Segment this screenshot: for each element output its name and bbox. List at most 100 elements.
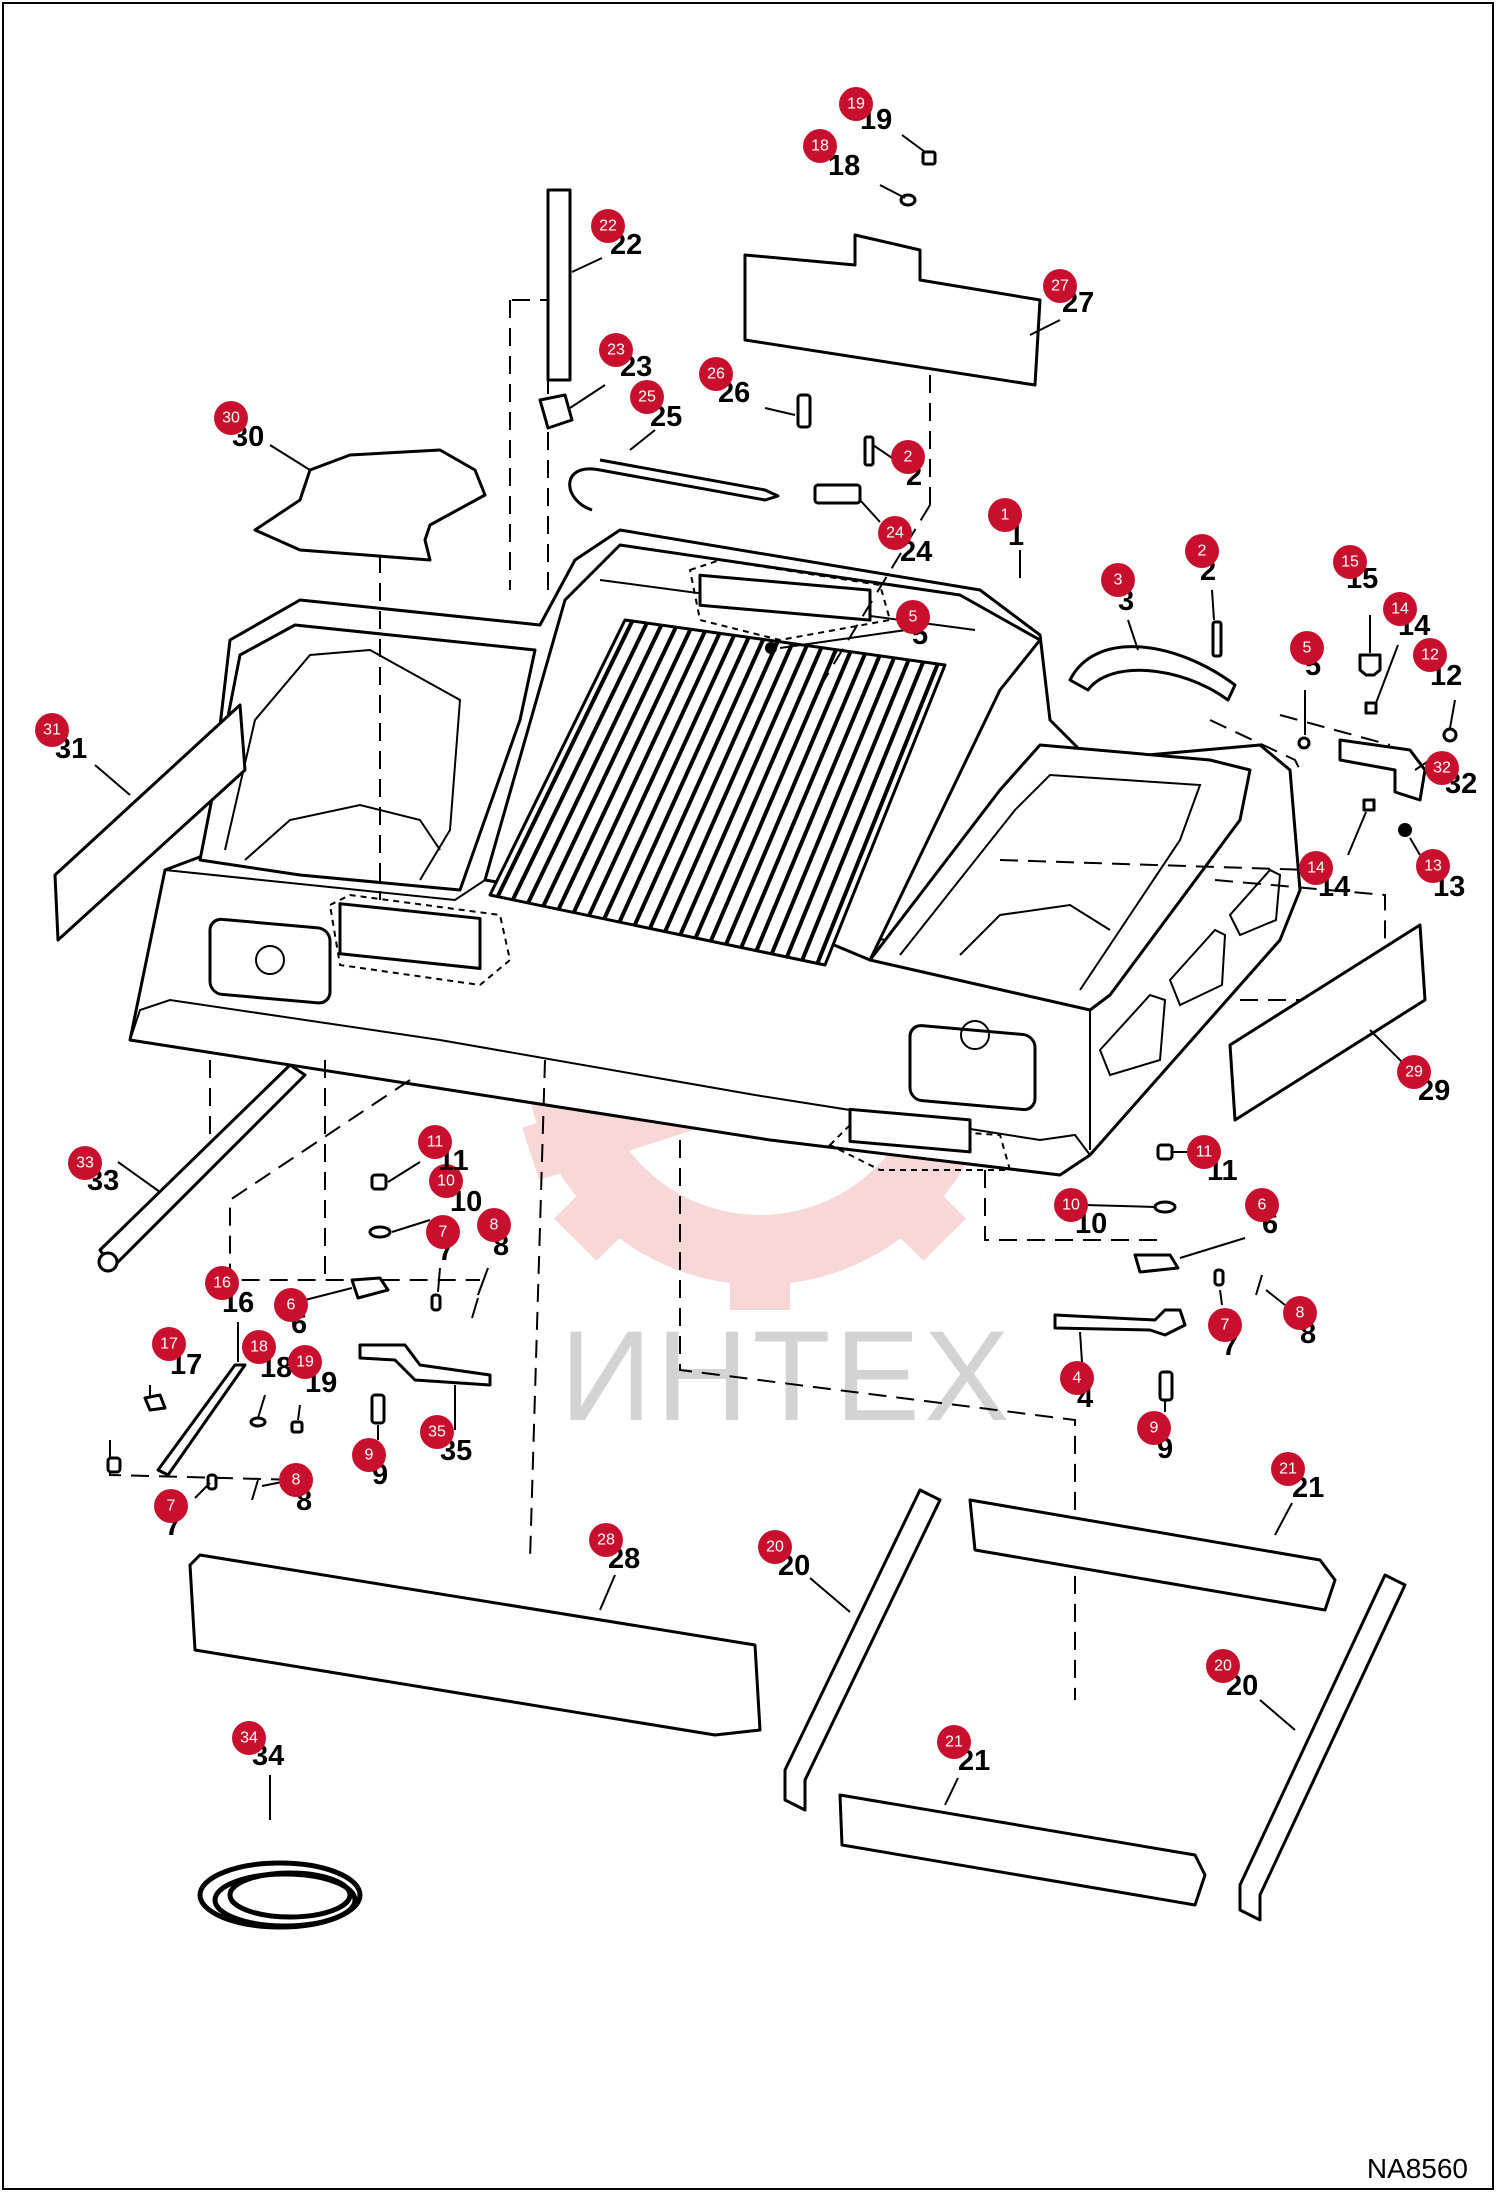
callout-bubble-text: 35 bbox=[428, 1424, 446, 1441]
callout-bubble-circle bbox=[878, 516, 912, 550]
callout-bubble-circle bbox=[1283, 1296, 1317, 1330]
part-28-front-panel bbox=[188, 1553, 762, 1737]
callout-bubble: 7 bbox=[426, 1215, 460, 1249]
leader-line-c6a bbox=[304, 1287, 353, 1301]
callout-bubble-text: 15 bbox=[1341, 554, 1359, 571]
callout-bubble: 13 bbox=[1416, 849, 1450, 883]
callout-bubble-circle bbox=[1060, 1361, 1094, 1395]
callout-bubble-text: 1 bbox=[1001, 507, 1010, 524]
leader-line-c27 bbox=[1029, 319, 1061, 336]
callout-bubble: 31 bbox=[35, 713, 69, 747]
leader-line-c31 bbox=[94, 764, 131, 796]
callout-bubble: 11 bbox=[418, 1125, 452, 1159]
leader-line-c14b bbox=[1347, 811, 1367, 856]
callout-bubble-text: 5 bbox=[1303, 640, 1312, 657]
callout-bubble-circle bbox=[758, 1530, 792, 1564]
callout-bubble-text: 7 bbox=[439, 1224, 448, 1241]
leader-line-c7b bbox=[194, 1482, 211, 1499]
right-bin bbox=[868, 743, 1252, 1012]
leader-line-c30 bbox=[269, 444, 311, 471]
drawing-id: NA8560 bbox=[1367, 2153, 1468, 2184]
callout-bubble-circle bbox=[420, 1415, 454, 1449]
leader-line-c12 bbox=[1449, 699, 1456, 729]
callout-bubble: 21 bbox=[937, 1725, 971, 1759]
leader-line-c10a bbox=[391, 1219, 431, 1233]
callout-bubble: 22 bbox=[591, 209, 625, 243]
leader-line-c4 bbox=[1079, 1331, 1083, 1363]
part-13-nut bbox=[1398, 823, 1412, 837]
part-27-cover-plate bbox=[743, 233, 1042, 387]
callout-bubble-text: 33 bbox=[76, 1155, 94, 1172]
part-19-nut-left bbox=[290, 1420, 304, 1434]
callout-bubble: 16 bbox=[205, 1266, 239, 1300]
callout-bubble-circle bbox=[1397, 1055, 1431, 1089]
part-12-washer bbox=[1442, 727, 1458, 743]
callout-bubble: 18 bbox=[242, 1330, 276, 1364]
callout-bubble-text: 14 bbox=[1391, 601, 1409, 618]
callout-bubble: 9 bbox=[352, 1438, 386, 1472]
part-8-pin-lower bbox=[251, 1479, 259, 1501]
callout-bubble-text: 21 bbox=[945, 1734, 963, 1751]
part-10-washer-left bbox=[368, 1225, 392, 1239]
leader-line-c18b bbox=[879, 184, 906, 199]
callout-bubble: 33 bbox=[68, 1146, 102, 1180]
callout-bubble: 18 bbox=[803, 129, 837, 163]
callout-bubble-text: 16 bbox=[213, 1275, 231, 1292]
callout-bubble: 7 bbox=[154, 1489, 188, 1523]
callout-bubble-text: 7 bbox=[167, 1498, 176, 1515]
callout-bubble-text: 23 bbox=[607, 342, 625, 359]
grille-slat bbox=[678, 644, 809, 936]
part-7-spacer-left bbox=[430, 1293, 442, 1312]
callout-bubble-text: 29 bbox=[1405, 1064, 1423, 1081]
grille-slat bbox=[541, 626, 678, 907]
part-17-bolt bbox=[143, 1393, 167, 1412]
callout-bubble: 14 bbox=[1383, 592, 1417, 626]
callout-bubble-circle bbox=[1043, 269, 1077, 303]
callout-bubble: 5 bbox=[1290, 631, 1324, 665]
callout-bubble: 21 bbox=[1271, 1452, 1305, 1486]
leader-line-c26 bbox=[764, 407, 796, 416]
leader-line-c7c bbox=[1219, 1289, 1223, 1306]
left-bin-floor bbox=[244, 803, 441, 861]
callout-bubble-circle bbox=[1383, 592, 1417, 626]
callout-bubble-circle bbox=[1299, 851, 1333, 885]
leader-lines bbox=[94, 134, 1456, 1820]
callout-bubble-circle bbox=[1187, 1135, 1221, 1169]
leader-line-c3 bbox=[1127, 619, 1139, 651]
callout-bubble-text: 12 bbox=[1421, 647, 1439, 664]
part-8-pin-right bbox=[1255, 1274, 1263, 1296]
leader-line-c20b bbox=[1259, 1699, 1296, 1731]
part-14-nut-lower bbox=[1362, 798, 1376, 812]
grille-slat bbox=[754, 655, 882, 952]
callout-bubble-text: 8 bbox=[292, 1472, 301, 1489]
part-16-hinge-arm bbox=[156, 1363, 247, 1477]
callout-bubble-text: 6 bbox=[1258, 1197, 1267, 1214]
grille-slat bbox=[693, 646, 824, 939]
leader-line-c25 bbox=[629, 429, 656, 451]
callout-bubble: 9 bbox=[1137, 1411, 1171, 1445]
grille-slat bbox=[511, 622, 649, 901]
callout-bubble-circle bbox=[1208, 1308, 1242, 1342]
left-lamp-lens bbox=[255, 945, 285, 975]
part-19-top-nut bbox=[921, 150, 937, 166]
callout-bubble-text: 32 bbox=[1433, 760, 1451, 777]
callout-bubble: 1 bbox=[988, 498, 1022, 532]
grille-slat bbox=[602, 634, 736, 920]
leader-line-c5a bbox=[779, 629, 907, 649]
leader-line-c8c bbox=[1265, 1289, 1286, 1306]
callout-bubble: 35 bbox=[420, 1415, 454, 1449]
part-11-nut-left bbox=[370, 1173, 388, 1191]
leader-line-c19a bbox=[297, 1404, 301, 1421]
leader-line-c8b bbox=[261, 1481, 283, 1487]
callout-bubble: 23 bbox=[599, 333, 633, 367]
callout-bubble: 10 bbox=[429, 1164, 463, 1198]
callout-bubble: 19 bbox=[288, 1345, 322, 1379]
part-6-bushing-right bbox=[1133, 1253, 1180, 1274]
callout-bubble-circle bbox=[288, 1345, 322, 1379]
callout-bubble: 17 bbox=[152, 1327, 186, 1361]
callout-bubble-text: 22 bbox=[599, 218, 617, 235]
part-34-hose-coil bbox=[197, 1860, 363, 1930]
part-9-bolt-left bbox=[370, 1393, 386, 1425]
callout-bubble-circle bbox=[242, 1330, 276, 1364]
